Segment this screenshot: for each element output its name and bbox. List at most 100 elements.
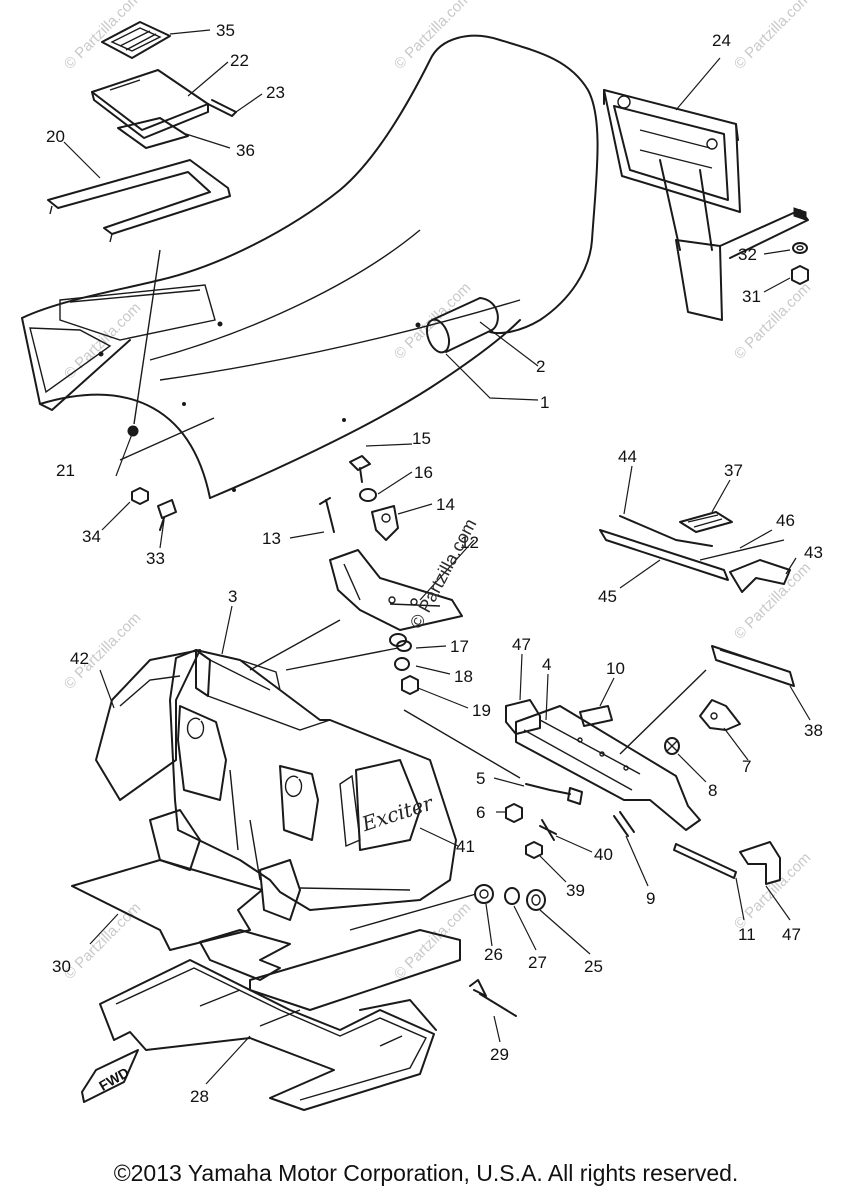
callout-46: 46: [776, 511, 795, 530]
part-44-rod: [619, 515, 713, 547]
part-36-sheet: [117, 117, 189, 149]
callout-28: 28: [190, 1087, 209, 1106]
part-2-plug: [425, 297, 499, 354]
part-34-nut: [131, 487, 149, 505]
callout-42: 42: [70, 649, 89, 668]
callout-37: 37: [724, 461, 743, 480]
part-18-spacer: [394, 657, 410, 671]
part-4-bracket: [515, 705, 701, 831]
part-12-bracket: [329, 549, 463, 631]
leader-lines: [63, 29, 811, 1085]
part-31-nut: [791, 265, 809, 285]
part-7-latch: [699, 699, 741, 731]
callout-13: 13: [262, 529, 281, 548]
callout-30: 30: [52, 957, 71, 976]
part-15-bolt: [349, 455, 371, 483]
callout-9: 9: [646, 889, 655, 908]
callout-29: 29: [490, 1045, 509, 1064]
callout-11: 11: [738, 925, 756, 944]
part-45-bar: [599, 529, 729, 581]
watermark: © Partzilla.com: [61, 0, 144, 73]
part-19-nut: [401, 675, 419, 695]
part-30-mat: [71, 859, 461, 1011]
watermark: © Partzilla.com: [61, 899, 144, 982]
fwd-arrow-icon: FWD: [81, 1049, 139, 1103]
bolt: [793, 207, 807, 221]
part-3-body: Exciter: [149, 649, 457, 921]
part-47-pad: [505, 699, 541, 735]
callout-15: 15: [412, 429, 431, 448]
callout-labels: 35 22 23 36 20 24 32 31 2 1 21 15 16 14 …: [46, 21, 823, 1106]
callout-23: 23: [266, 83, 285, 102]
part-9-spring: [613, 811, 635, 837]
part-1-seat: [21, 34, 599, 499]
part-39-nut: [525, 841, 543, 859]
part-13-bolt: [319, 497, 335, 533]
callout-18: 18: [454, 667, 473, 686]
callout-10: 10: [606, 659, 625, 678]
part-5-bolt: [525, 783, 583, 805]
part-17-nut: [389, 633, 412, 652]
part-37-plate: [679, 511, 733, 533]
part-40-spring: [539, 819, 557, 841]
callout-41: 41: [456, 837, 475, 856]
part-24-rack: [603, 89, 809, 321]
part-11-rod: [673, 843, 737, 879]
watermark: © Partzilla.com: [391, 899, 474, 982]
part-10-pin: [579, 705, 613, 727]
part-35-plate: [101, 21, 171, 59]
callout-16: 16: [414, 463, 433, 482]
watermark: © Partzilla.com: [61, 299, 144, 382]
callout-12: 12: [460, 533, 479, 552]
callout-6: 6: [476, 803, 485, 822]
watermark: © Partzilla.com: [391, 279, 474, 362]
watermark: © Partzilla.com: [731, 849, 814, 932]
part-42-panel: [95, 649, 201, 801]
callout-38: 38: [804, 721, 823, 740]
part-14-bracket: [371, 505, 399, 541]
callout-7: 7: [742, 757, 751, 776]
callout-47: 47: [512, 635, 531, 654]
callout-24: 24: [712, 31, 731, 50]
part-23-pin: [207, 99, 237, 117]
part-22-lid: [91, 69, 209, 139]
part-26-washer: [474, 884, 494, 904]
callout-45: 45: [598, 587, 617, 606]
copyright-notice: ©2013 Yamaha Motor Corporation, U.S.A. A…: [113, 1160, 739, 1186]
watermark: © Partzilla.com: [731, 559, 814, 642]
part-25-nut: [526, 889, 546, 911]
callout-17: 17: [450, 637, 469, 656]
part-47-pad-lower: [739, 841, 781, 885]
callout-4: 4: [542, 655, 551, 674]
part-43-bracket: [729, 559, 791, 593]
part-33-bolt: [157, 499, 177, 531]
part-38-plate: [711, 645, 795, 687]
callout-40: 40: [594, 845, 613, 864]
callout-44: 44: [618, 447, 637, 466]
callout-5: 5: [476, 769, 485, 788]
part-21-grommet: [127, 425, 139, 437]
callout-43: 43: [804, 543, 823, 562]
watermarks: © Partzilla.com © Partzilla.com © Partzi…: [61, 0, 814, 983]
callout-32: 32: [738, 245, 757, 264]
part-20-trim: [47, 159, 231, 243]
callout-31: 31: [742, 287, 761, 306]
callout-25: 25: [584, 957, 603, 976]
part-8-nut: [664, 737, 680, 755]
callout-14: 14: [436, 495, 455, 514]
callout-36: 36: [236, 141, 255, 160]
emblem-text: Exciter: [358, 790, 437, 836]
part-28-floorpan: [99, 959, 437, 1111]
callout-47-lower: 47: [782, 925, 801, 944]
callout-39: 39: [566, 881, 585, 900]
callout-19: 19: [472, 701, 491, 720]
watermark: © Partzilla.com: [731, 0, 814, 73]
center-watermark: © Partzilla.com: [406, 515, 481, 631]
callout-27: 27: [528, 953, 547, 972]
callout-8: 8: [708, 781, 717, 800]
callout-33: 33: [146, 549, 165, 568]
callout-1: 1: [540, 393, 549, 412]
callout-35: 35: [216, 21, 235, 40]
part-46-strip: [699, 539, 785, 561]
